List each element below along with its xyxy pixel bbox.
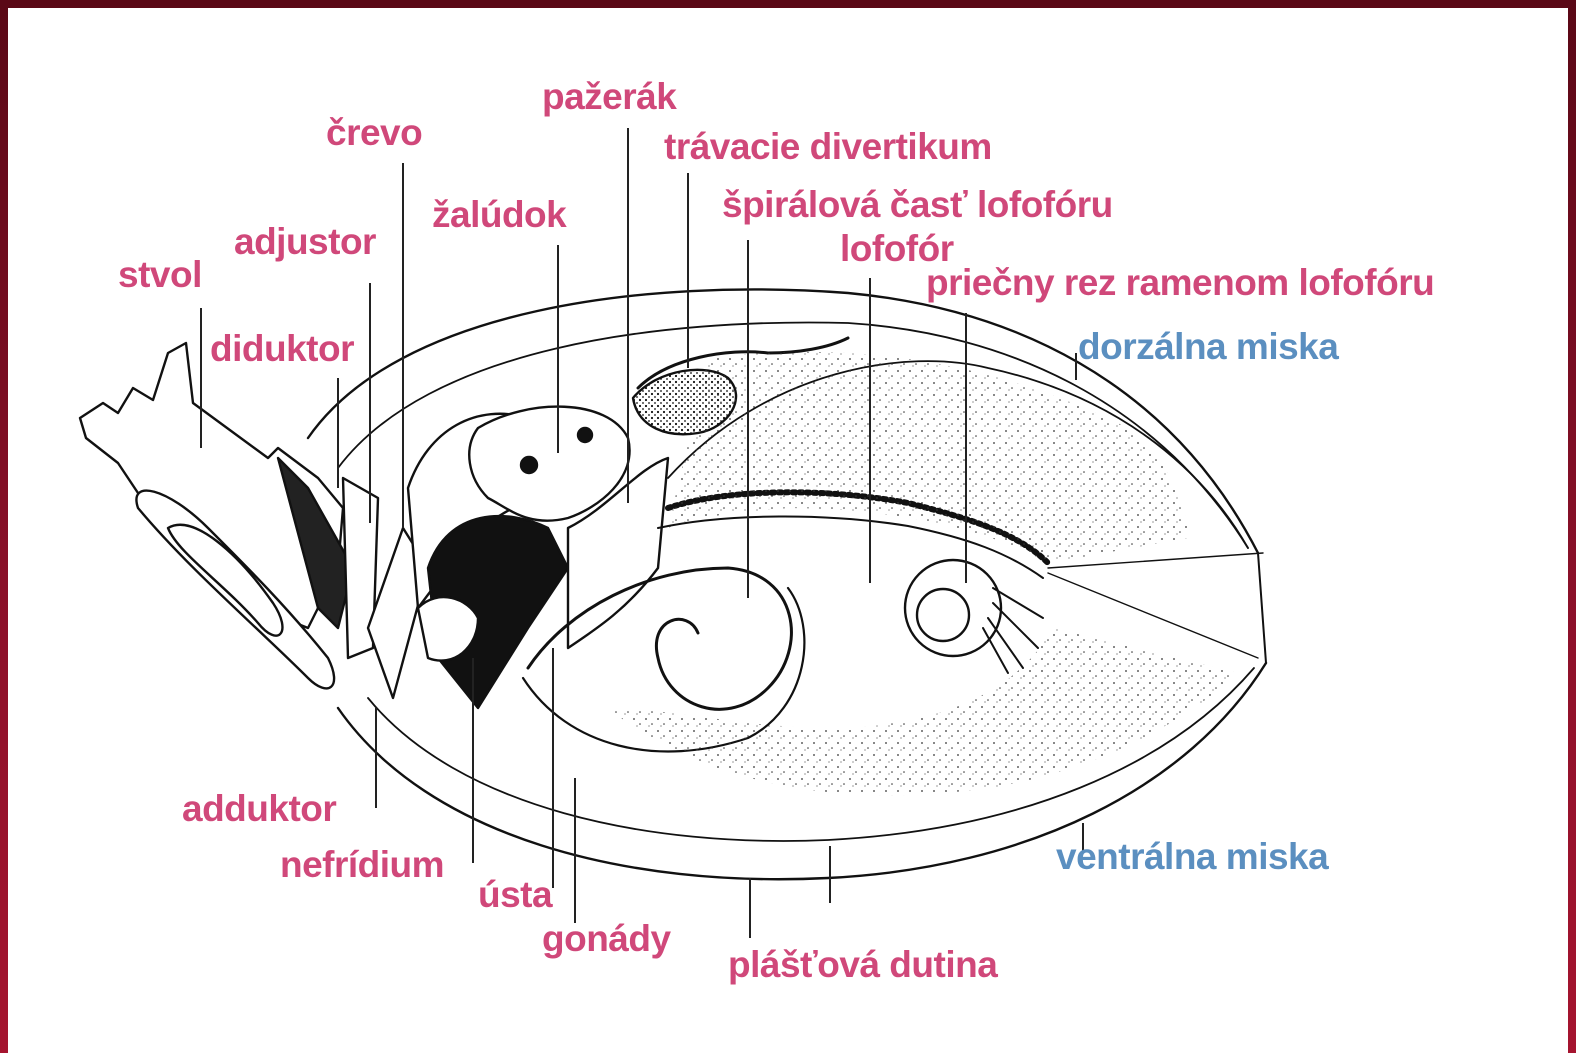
label-adjustor: adjustor (234, 223, 376, 260)
label-pazerak: pažerák (542, 78, 676, 115)
label-zaludok: žalúdok (432, 196, 566, 233)
label-spiralova-cast: špirálová časť lofofóru (722, 186, 1113, 223)
label-plastova-dutina: plášťová dutina (728, 946, 997, 983)
label-usta: ústa (478, 876, 552, 913)
label-priecny-rez: priečny rez ramenom lofofóru (926, 264, 1434, 301)
label-travacie-divertikum: trávacie divertikum (664, 128, 992, 165)
label-crevo: črevo (326, 114, 422, 151)
label-diduktor: diduktor (210, 330, 354, 367)
label-gonady: gonády (542, 920, 671, 957)
diagram-canvas: pažerák črevo trávacie divertikum žalúdo… (8, 8, 1568, 1053)
label-adduktor: adduktor (182, 790, 336, 827)
label-ventralna-miska: ventrálna miska (1056, 838, 1328, 875)
label-nefridium: nefrídium (280, 846, 444, 883)
label-dorzalna-miska: dorzálna miska (1078, 328, 1338, 365)
label-stvol: stvol (118, 256, 202, 293)
